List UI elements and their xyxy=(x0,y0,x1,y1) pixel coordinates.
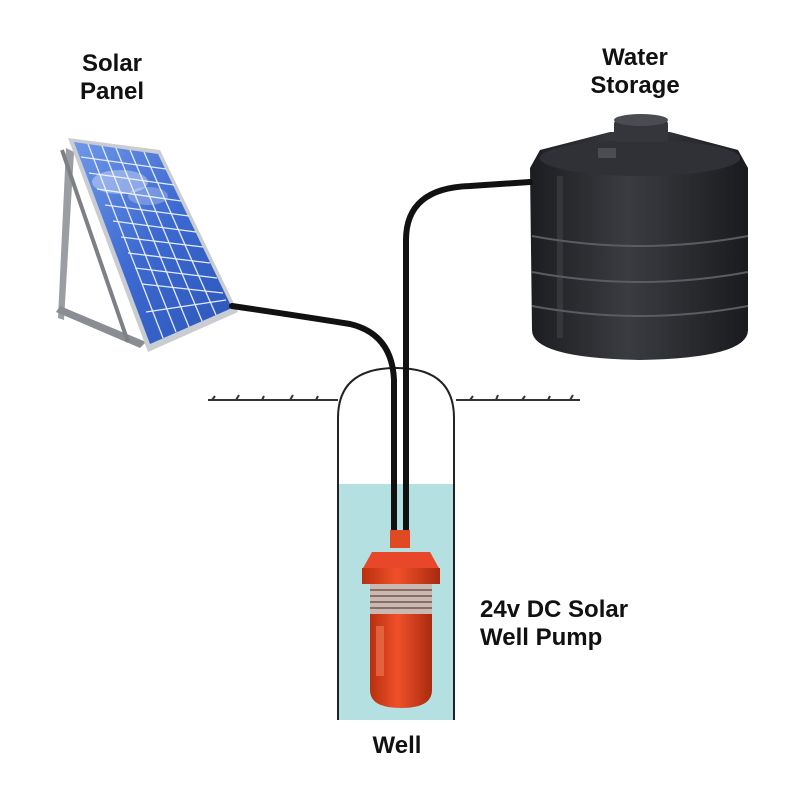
solar-panel-label-line-2: Panel xyxy=(79,78,145,105)
solar-panel-label-line-1: Solar xyxy=(81,50,143,77)
water-storage-label-line-1: Water xyxy=(602,44,668,71)
water-tank-icon xyxy=(530,114,749,360)
pump-label-line-2: Well Pump xyxy=(480,624,603,651)
solar-panel-label: Solar Panel xyxy=(62,50,162,106)
cable-icon xyxy=(229,303,397,543)
water-storage-label-line-2: Storage xyxy=(590,72,680,99)
pump-icon xyxy=(362,530,440,708)
pump-label-line-1: 24v DC Solar xyxy=(480,596,629,623)
well-label: Well xyxy=(372,732,422,759)
solar-panel-icon xyxy=(56,138,238,352)
ground-line xyxy=(208,394,580,401)
pump-label: 24v DC Solar Well Pump xyxy=(480,596,670,652)
pipe-icon xyxy=(403,179,533,543)
water-storage-label: Water Storage xyxy=(570,44,700,100)
